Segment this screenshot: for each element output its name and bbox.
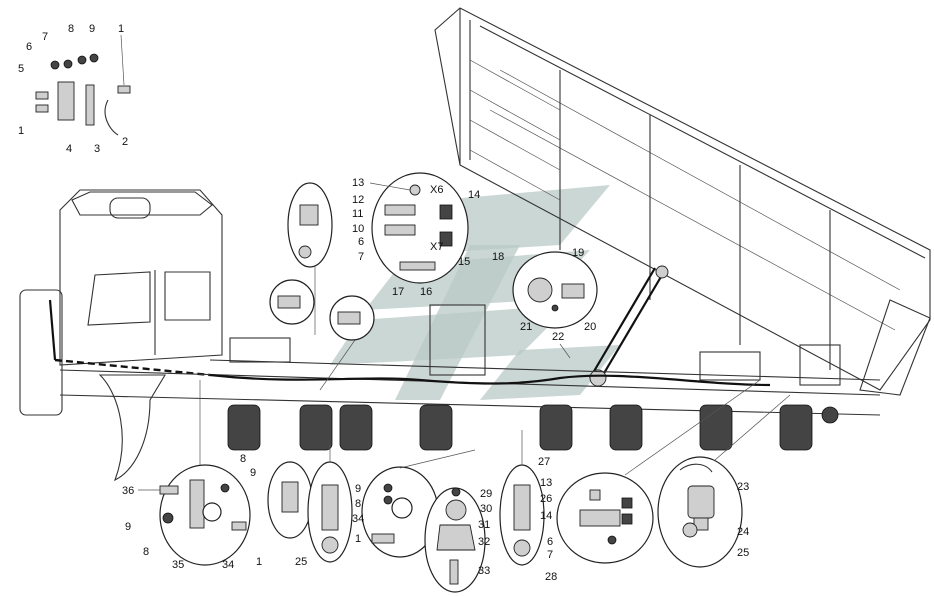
detail-bubble-connector-block [556, 379, 761, 564]
callout-23: 23 [737, 481, 749, 493]
callout-36: 36 [122, 485, 134, 497]
callout-9c: 9 [250, 467, 256, 479]
callout-28: 28 [545, 571, 557, 583]
callout-13b: 13 [540, 477, 552, 489]
callout-20: 20 [584, 321, 596, 333]
callout-7c: 7 [547, 549, 553, 561]
callout-4: 4 [66, 143, 72, 155]
callout-1b: 1 [18, 125, 24, 137]
detail-bubble-sensor-a [267, 461, 313, 539]
detail-bubble-connectors-x6-x7 [371, 172, 469, 284]
callout-13: 13 [352, 177, 364, 189]
callout-24: 24 [737, 526, 749, 538]
callout-16: 16 [420, 286, 432, 298]
callout-25b: 25 [737, 547, 749, 559]
callout-29: 29 [480, 488, 492, 500]
callout-7b: 7 [358, 251, 364, 263]
callout-14b: 14 [540, 510, 552, 522]
callout-x6: X6 [430, 184, 443, 196]
callout-8d: 8 [143, 546, 149, 558]
callout-25: 25 [295, 556, 307, 568]
callout-31: 31 [478, 519, 490, 531]
callout-8c: 8 [240, 453, 246, 465]
callout-11: 11 [352, 208, 363, 220]
callout-8e: 8 [355, 498, 361, 510]
detail-bubble-bracket [287, 182, 333, 335]
callout-9e: 9 [355, 483, 361, 495]
detail-bubble-bottom-left [159, 380, 251, 566]
callout-6b: 6 [358, 236, 364, 248]
callout-18: 18 [492, 251, 504, 263]
callout-27: 27 [538, 456, 550, 468]
callout-26: 26 [540, 493, 552, 505]
callout-1d: 1 [355, 533, 361, 545]
callout-34: 34 [222, 559, 234, 571]
callout-35: 35 [172, 559, 184, 571]
callout-17: 17 [392, 286, 404, 298]
callout-34b: 34 [352, 513, 364, 525]
detail-bubble-sensor-25 [307, 445, 353, 563]
callout-14: 14 [468, 189, 480, 201]
callout-5: 5 [18, 63, 24, 75]
detail-bubble-29-33 [424, 487, 486, 593]
callout-33: 33 [478, 565, 490, 577]
callout-3: 3 [94, 143, 100, 155]
callout-30: 30 [480, 503, 492, 515]
truck-cab [19, 189, 223, 416]
callout-12: 12 [352, 194, 364, 206]
chassis-frame [59, 304, 881, 416]
dump-body [434, 7, 931, 396]
detail-bubble-top-left [35, 53, 131, 136]
callout-32: 32 [478, 536, 490, 548]
callout-6: 6 [26, 41, 32, 53]
callout-8: 8 [68, 23, 74, 35]
callout-21: 21 [520, 321, 532, 333]
detail-bubble-sensor-28 [499, 430, 545, 566]
callout-1: 1 [118, 23, 124, 35]
callout-1c: 1 [256, 556, 262, 568]
callout-labels: 1 8 9 7 6 5 1 4 3 2 13 12 11 10 6 7 X6 1… [18, 23, 749, 583]
callout-9d: 9 [125, 521, 131, 533]
front-fender [98, 374, 166, 482]
detail-bubble-motor-23-25 [657, 394, 791, 568]
hydraulic-cylinder [589, 265, 669, 387]
callout-15: 15 [458, 256, 470, 268]
callout-x7: X7 [430, 241, 443, 253]
callout-10: 10 [352, 223, 364, 235]
wheels [227, 404, 839, 451]
detail-bubble-plug-right [319, 295, 375, 391]
callout-6c: 6 [547, 536, 553, 548]
callout-2: 2 [122, 136, 128, 148]
detail-bubble-sensor-18-21 [512, 251, 598, 329]
callout-19: 19 [572, 247, 584, 259]
callout-9: 9 [89, 23, 95, 35]
callout-22: 22 [552, 331, 564, 343]
callout-7: 7 [42, 31, 48, 43]
detail-bubble-plug-left [269, 279, 315, 325]
